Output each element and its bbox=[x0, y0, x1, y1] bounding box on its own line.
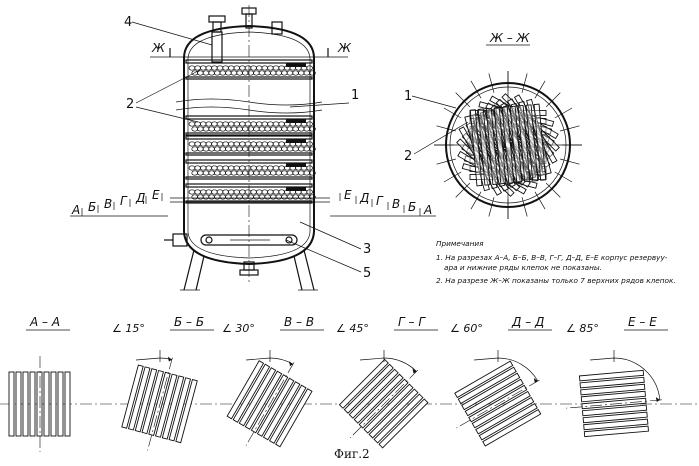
angle-arc bbox=[246, 358, 293, 364]
callout-3: 3 bbox=[363, 242, 371, 257]
notes-line-3: 2. На разрезе Ж–Ж показаны только 7 верх… bbox=[436, 276, 676, 285]
top-nozzles bbox=[209, 8, 282, 34]
plate-stack bbox=[186, 136, 315, 155]
section-mark-v-right: В bbox=[392, 197, 400, 211]
section-title: Г – Г bbox=[398, 315, 426, 329]
cross-section-zh: Ж – Ж 1 2 bbox=[404, 31, 582, 219]
rotated-plate-stack bbox=[441, 353, 555, 454]
figure-caption: Фиг.2 bbox=[334, 447, 370, 461]
callout-4: 4 bbox=[124, 15, 132, 30]
callout-1: 1 bbox=[351, 88, 359, 103]
section-title: Б – Б bbox=[174, 315, 204, 329]
rotated-plate-stack bbox=[118, 350, 202, 459]
plate-stacks bbox=[186, 60, 315, 203]
section-view: Д – Д ∠ 60° bbox=[441, 315, 555, 454]
section-mark-a-right: А bbox=[423, 203, 432, 217]
section-view: А – А bbox=[9, 315, 70, 452]
section-title: Е – Е bbox=[628, 315, 657, 329]
section-mark-zh-left: Ж bbox=[151, 41, 166, 55]
cross-section-title: Ж – Ж bbox=[489, 31, 531, 45]
section-mark-v-left: В bbox=[104, 197, 112, 211]
section-mark-d-left: Д bbox=[135, 191, 145, 205]
section-mark-zh-right: Ж bbox=[337, 41, 352, 55]
plate bbox=[51, 372, 56, 436]
plate-stack bbox=[186, 60, 315, 79]
angle-label: ∠ 85° bbox=[566, 322, 599, 335]
vessel-drawing: Ж Ж А Б В Г Д Е Е Д Г В Б А 4 bbox=[70, 5, 436, 290]
section-title: В – В bbox=[284, 315, 314, 329]
notes-line-2: ара и нижние ряды клепок не показаны. bbox=[444, 263, 602, 272]
break-line-upper bbox=[176, 99, 322, 105]
plate bbox=[58, 372, 63, 436]
plate bbox=[30, 372, 35, 436]
section-view: Б – Б ∠ 15° bbox=[112, 315, 214, 458]
section-mark-e-right: Е bbox=[344, 188, 352, 202]
section-mark-e-left: Е bbox=[152, 188, 160, 202]
plate bbox=[16, 372, 21, 436]
section-mark-a-left: А bbox=[71, 203, 80, 217]
rotated-plate-stack bbox=[219, 347, 320, 461]
notes-line-1: 1. На разрезах А–А, Б–Б, В–В, Г–Г, Д–Д, … bbox=[436, 253, 668, 262]
plate bbox=[65, 372, 70, 436]
callout-2: 2 bbox=[126, 97, 134, 112]
callout-5: 5 bbox=[363, 266, 371, 281]
section-view: Г – Г ∠ 45° bbox=[328, 315, 439, 459]
rotated-plate-stack bbox=[328, 348, 439, 459]
angle-label: ∠ 45° bbox=[336, 322, 369, 335]
section-mark-g-right: Г bbox=[376, 194, 384, 208]
section-view: В – В ∠ 30° bbox=[219, 315, 324, 461]
notes-block: Примечания 1. На разрезах А–А, Б–Б, В–В,… bbox=[436, 239, 676, 285]
notes-heading: Примечания bbox=[436, 239, 484, 248]
angle-arc bbox=[136, 358, 172, 360]
section-title: А – А bbox=[29, 315, 60, 329]
sections-row: А – А Б – Б ∠ 15° В – В ∠ 30° Г – Г ∠ 45° Д – Д… bbox=[9, 315, 668, 461]
section-mark-zh: Ж Ж bbox=[150, 41, 352, 57]
plate bbox=[9, 372, 14, 436]
plate-stack bbox=[186, 116, 315, 135]
plate-stack bbox=[186, 184, 315, 203]
angle-label: ∠ 15° bbox=[112, 322, 145, 335]
plate bbox=[23, 372, 28, 436]
cross-callout-2: 2 bbox=[404, 149, 412, 164]
plate bbox=[44, 372, 49, 436]
angle-label: ∠ 60° bbox=[450, 322, 483, 335]
section-mark-g-left: Г bbox=[120, 194, 128, 208]
angle-label: ∠ 30° bbox=[222, 322, 255, 335]
section-mark-b-left: Б bbox=[88, 200, 96, 214]
section-title: Д – Д bbox=[511, 315, 544, 329]
section-mark-d-right: Д bbox=[359, 191, 369, 205]
plate-stack bbox=[186, 160, 315, 179]
rotated-plate-stack bbox=[9, 356, 70, 452]
cross-callout-1: 1 bbox=[404, 89, 412, 104]
plate bbox=[37, 372, 42, 436]
section-mark-b-right: Б bbox=[408, 200, 416, 214]
rotated-plate-stack bbox=[563, 369, 664, 438]
section-view: Е – Е ∠ 85° bbox=[563, 315, 668, 438]
